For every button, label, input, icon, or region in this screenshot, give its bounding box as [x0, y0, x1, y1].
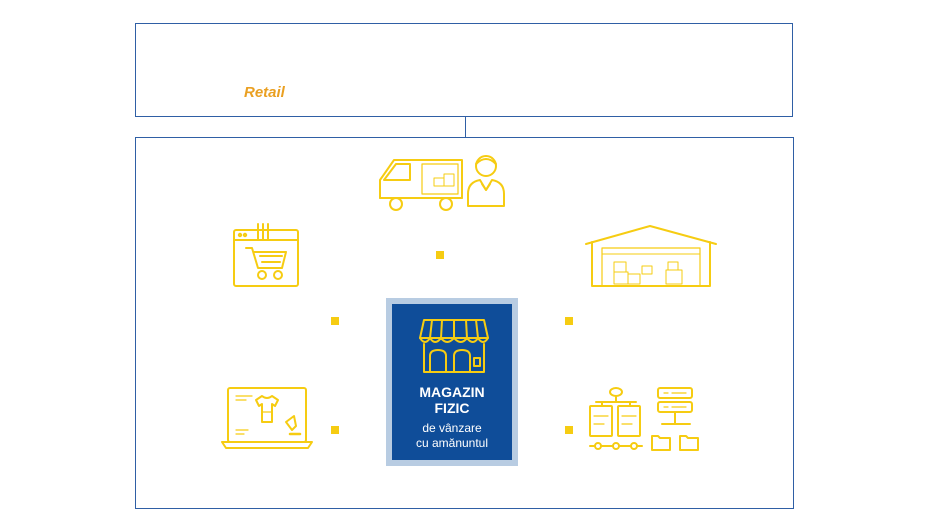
- center-card: MAGAZIN FIZIC de vânzare cu amănuntul: [386, 298, 518, 466]
- connector-dot-lower-left: [331, 426, 339, 434]
- warehouse-icon: [584, 222, 720, 295]
- connector-dot-lower-right: [565, 426, 573, 434]
- retail-label: Retail: [244, 84, 285, 101]
- center-subtitle: de vânzare cu amănuntul: [415, 421, 489, 450]
- data-flow-icon: [586, 384, 704, 459]
- center-card-inner: MAGAZIN FIZIC de vânzare cu amănuntul: [392, 304, 512, 460]
- laptop-shop-icon: [220, 386, 316, 457]
- connector-line: [465, 117, 466, 137]
- center-title: MAGAZIN FIZIC: [419, 384, 485, 416]
- main-diagram-box: [135, 137, 794, 509]
- header-box: [135, 23, 793, 117]
- connector-dot-upper-left: [331, 317, 339, 325]
- storefront-icon: [418, 318, 490, 381]
- connector-dot-top: [436, 251, 444, 259]
- connector-dot-upper-right: [565, 317, 573, 325]
- delivery-van-icon: [374, 150, 514, 221]
- online-cart-icon: [232, 220, 302, 295]
